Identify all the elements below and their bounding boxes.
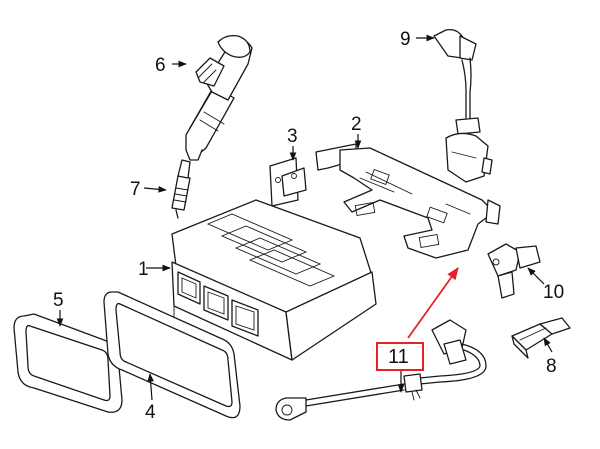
sensor-8: [511, 317, 571, 359]
leader-7: [143, 185, 167, 193]
leader-lines: [56, 34, 553, 401]
leader-4: [147, 373, 154, 401]
cover-plate-4: [103, 291, 241, 419]
ecm-bracket: [315, 143, 501, 259]
ignition-coil: [185, 34, 253, 161]
callout-10: 10: [543, 282, 564, 303]
callout-8: 8: [546, 356, 557, 377]
callout-9: 9: [400, 29, 411, 50]
sensor-9: [433, 28, 493, 183]
callout-6: 6: [155, 55, 166, 76]
gasket-5: [13, 313, 123, 413]
callout-labels: 1 2 3 4 5 6 7 8 9 10 11: [53, 29, 564, 423]
callout-2: 2: [351, 114, 362, 135]
leader-8: [543, 337, 553, 353]
spark-plug: [171, 159, 191, 219]
callout-11: 11: [388, 346, 409, 368]
highlight-box: [376, 342, 424, 371]
knock-sensor: [275, 319, 487, 421]
highlight-arrow: [407, 266, 459, 339]
callout-7: 7: [130, 179, 141, 200]
engine-control-module: [171, 199, 377, 361]
sensor-10: [487, 243, 541, 299]
callout-3: 3: [287, 126, 298, 147]
callout-5: 5: [53, 290, 64, 311]
leader-10: [527, 267, 545, 285]
callout-4: 4: [145, 402, 156, 423]
callout-1: 1: [138, 259, 149, 280]
small-bracket: [269, 157, 307, 207]
